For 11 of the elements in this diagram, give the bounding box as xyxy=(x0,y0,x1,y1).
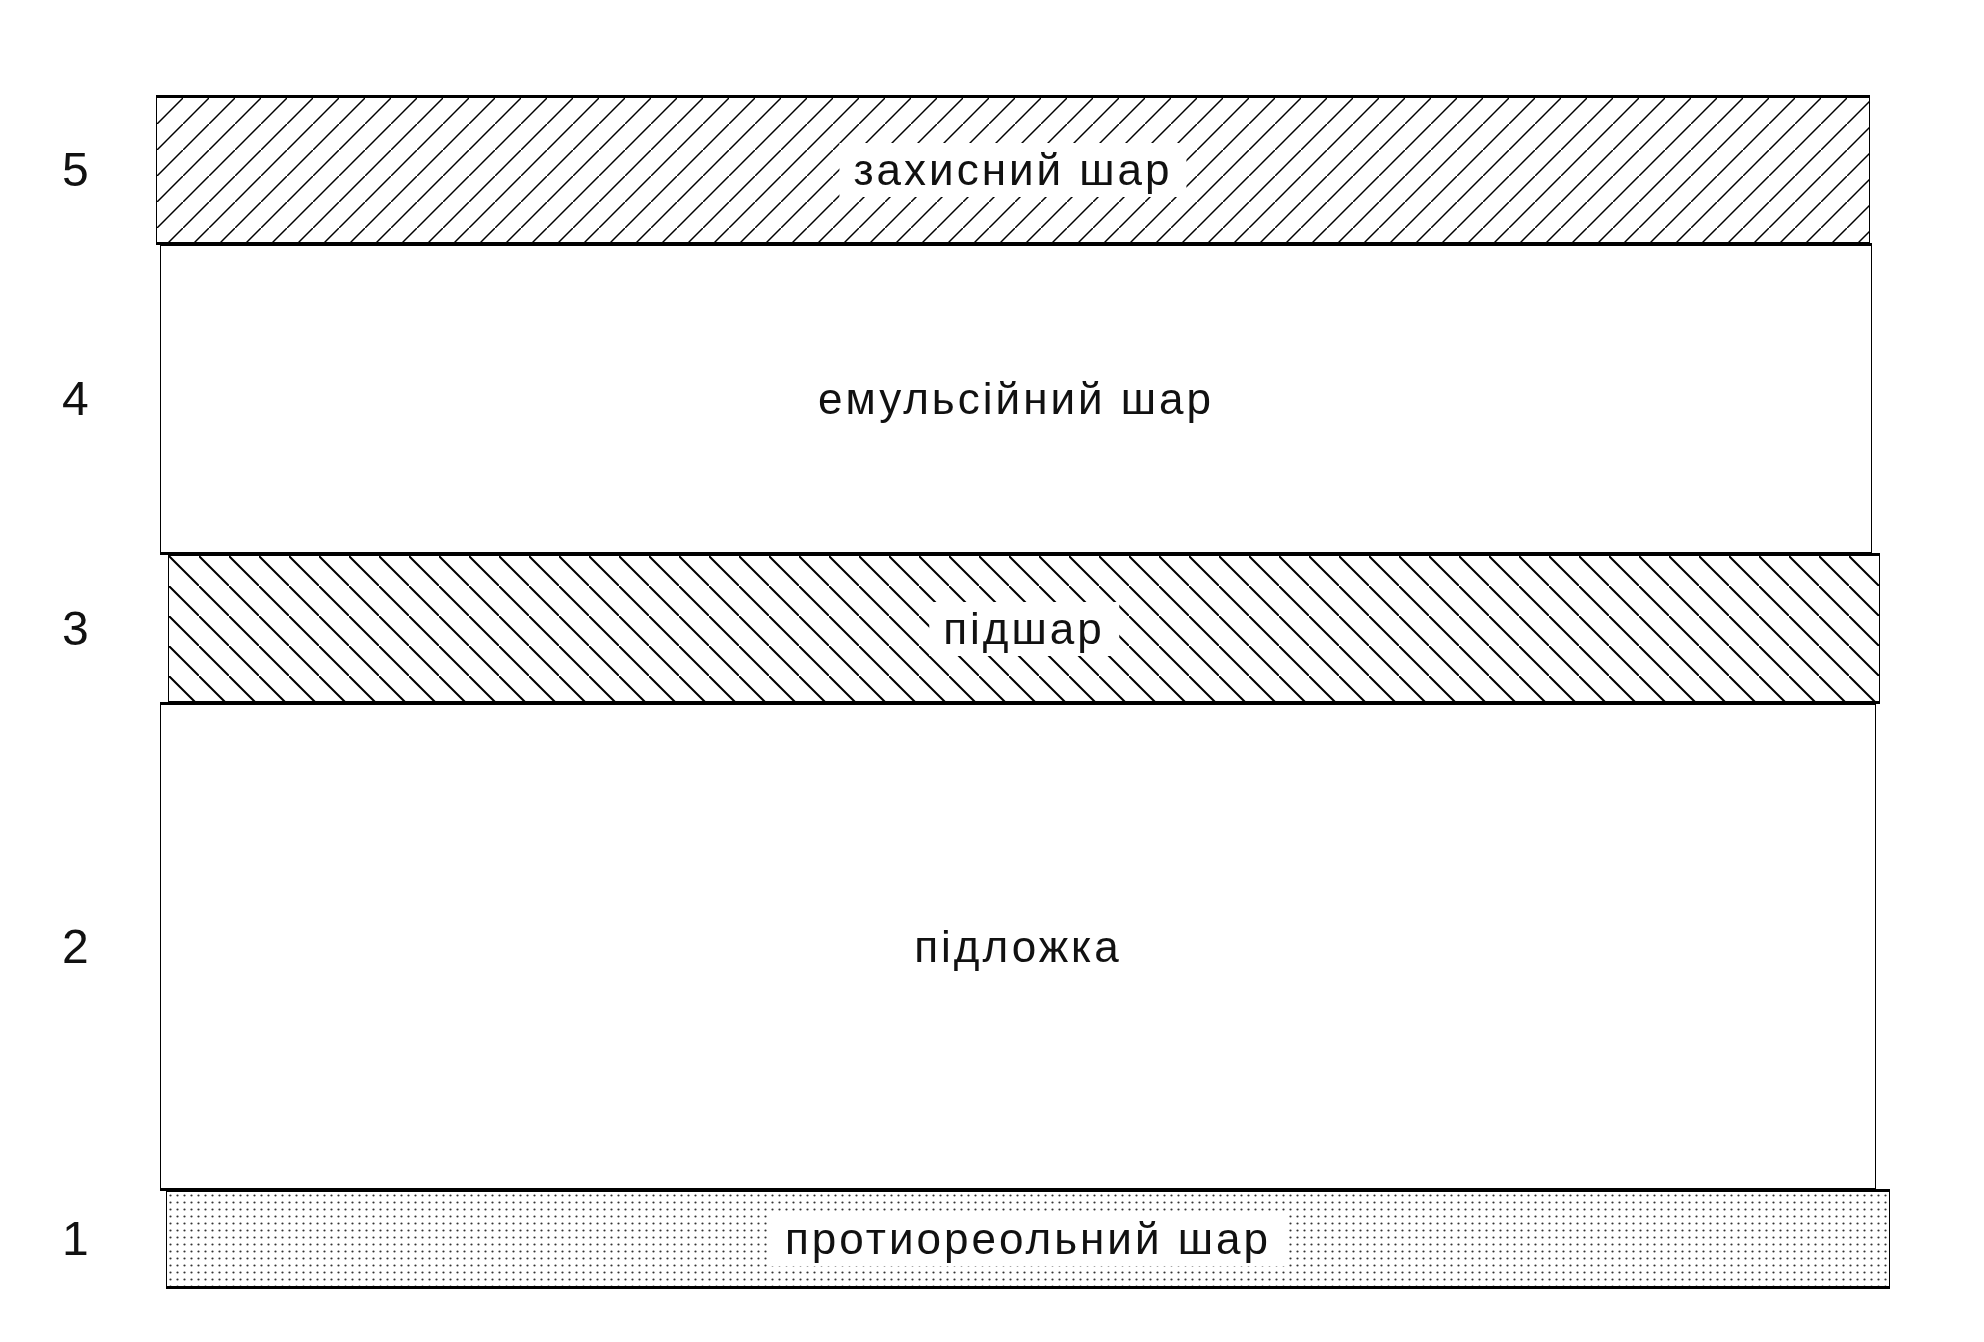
callout-number: 2 xyxy=(62,918,89,974)
callout-number: 5 xyxy=(62,142,89,197)
hatched-layer xyxy=(168,553,1880,704)
layer-label: захисний шар xyxy=(839,143,1187,197)
hatched-layer xyxy=(156,95,1870,245)
callout-number: 4 xyxy=(62,371,89,426)
layer-label: протиореольний шар xyxy=(771,1212,1285,1266)
dotted-layer xyxy=(166,1189,1890,1289)
layer-label: підшар xyxy=(929,601,1119,656)
callout-number: 3 xyxy=(62,600,89,656)
callout-number: 1 xyxy=(62,1211,89,1266)
